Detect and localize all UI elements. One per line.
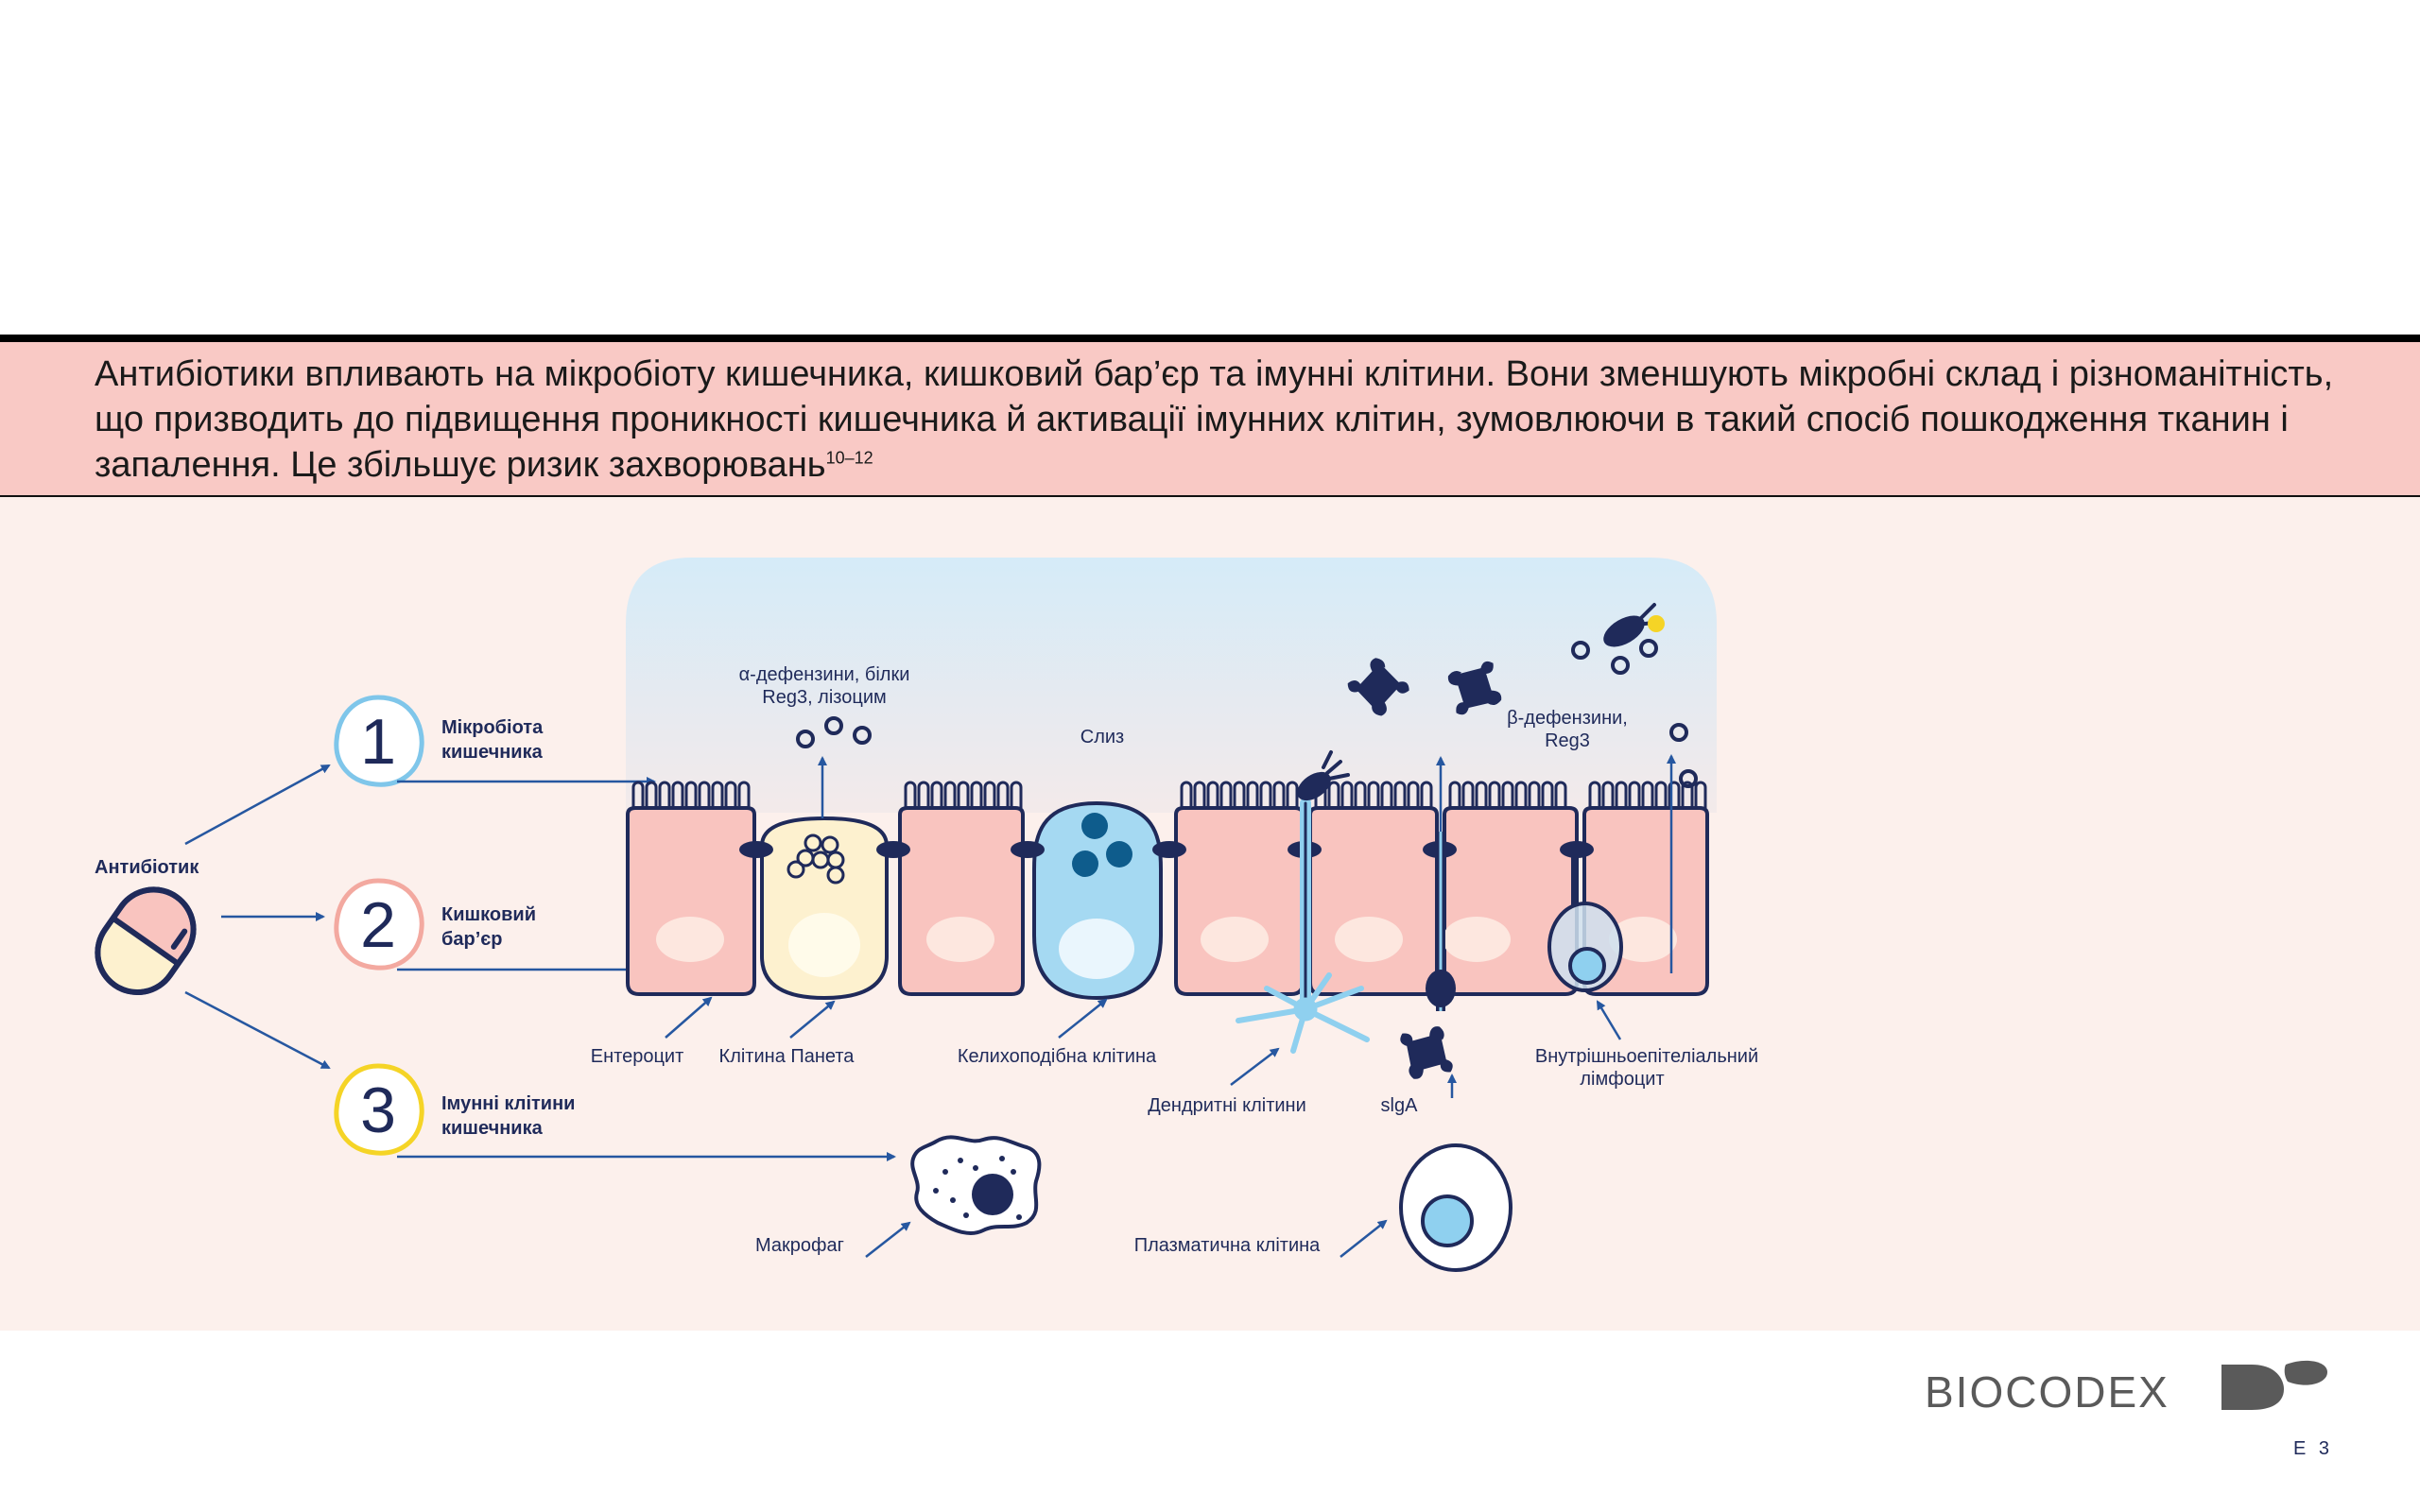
label-plasma: Плазматична клітина bbox=[1134, 1235, 1321, 1256]
number-1: 1 bbox=[360, 706, 396, 778]
arrow-macrophage-label bbox=[865, 1221, 911, 1258]
ring-1 bbox=[334, 695, 424, 787]
label-goblet: Келихоподібна клітина bbox=[958, 1046, 1157, 1067]
plasma-cell bbox=[1399, 1143, 1512, 1272]
page-number: E 3 bbox=[2293, 1438, 2334, 1459]
enterocyte-cell-4 bbox=[1308, 781, 1439, 996]
antibody-icon bbox=[1347, 658, 1502, 716]
goblet-cell bbox=[1032, 800, 1163, 1001]
label-macrophage: Макрофаг bbox=[755, 1235, 844, 1256]
arrow-to-1 bbox=[184, 764, 331, 846]
number-2: 2 bbox=[360, 889, 396, 961]
ring-3 bbox=[334, 1063, 424, 1156]
siga-transport-channel bbox=[1426, 832, 1456, 1011]
label-mucus: Слиз bbox=[1080, 727, 1124, 747]
item-1-line1: Мікробіота bbox=[441, 717, 544, 738]
antibiotic-capsule-icon bbox=[95, 886, 197, 996]
enterocyte-cell-3 bbox=[1174, 781, 1305, 996]
label-alpha-defensins-2: Reg3, лізоцим bbox=[762, 687, 886, 708]
item-3-line1: Імунні клітини bbox=[441, 1093, 575, 1114]
label-paneth: Клітина Панета bbox=[719, 1046, 856, 1067]
label-enterocyte: Ентероцит bbox=[591, 1046, 683, 1067]
enterocyte-cell-2 bbox=[898, 781, 1025, 996]
arrow-plasma-label bbox=[1340, 1219, 1388, 1258]
label-beta-defensins-1: β-дефензини, bbox=[1507, 708, 1628, 729]
brand-name: BIOCODEX bbox=[1925, 1367, 2169, 1417]
summary-body: Антибіотики впливають на мікробіоту кише… bbox=[95, 354, 2334, 485]
top-rule bbox=[0, 335, 2420, 342]
label-siga: slgA bbox=[1381, 1095, 1419, 1116]
label-iel-1: Внутрішньоепітеліальний bbox=[1535, 1046, 1758, 1067]
siga-antibody-icon bbox=[1400, 1026, 1453, 1079]
item-1: 1 Мікробіота кишечника bbox=[334, 695, 544, 787]
biocodex-logo: BIOCODEX bbox=[1925, 1355, 2331, 1421]
arrow-paneth-label bbox=[789, 1000, 836, 1039]
dendritic-cell bbox=[1236, 798, 1370, 1054]
macrophage-cell bbox=[910, 1135, 1042, 1235]
secreted-peptides bbox=[796, 639, 1698, 788]
arrow-to-3 bbox=[184, 990, 331, 1070]
label-alpha-defensins-1: α-дефензини, білки bbox=[739, 664, 910, 685]
summary-banner: Антибіотики впливають на мікробіоту кише… bbox=[0, 342, 2420, 497]
item-2: 2 Кишковий бар’єр bbox=[334, 878, 536, 971]
bacterium-icon bbox=[1603, 603, 1665, 647]
intraepithelial-lymphocyte bbox=[1547, 850, 1623, 992]
item-2-line2: бар’єр bbox=[441, 929, 503, 950]
antibiotic-label: Антибіотик bbox=[95, 857, 199, 878]
label-iel-2: лімфоцит bbox=[1580, 1069, 1664, 1090]
arrow-goblet-label bbox=[1058, 998, 1108, 1039]
summary-reference: 10–12 bbox=[825, 448, 873, 468]
number-3: 3 bbox=[360, 1074, 396, 1146]
label-dendritic: Дендритні клітини bbox=[1148, 1095, 1306, 1116]
item-1-line2: кишечника bbox=[441, 742, 544, 763]
label-beta-defensins-2: Reg3 bbox=[1545, 730, 1590, 751]
item-3-line2: кишечника bbox=[441, 1118, 544, 1139]
arrow-dendritic-label bbox=[1230, 1047, 1280, 1086]
brand-mark-icon bbox=[2221, 1360, 2327, 1410]
enterocyte-cell bbox=[626, 781, 756, 996]
sampled-bacterium-icon bbox=[1297, 750, 1350, 801]
ring-2 bbox=[334, 878, 424, 971]
arrow-enterocyte-label bbox=[665, 996, 713, 1039]
summary-text: Антибіотики впливають на мікробіоту кише… bbox=[95, 352, 2344, 488]
item-3: 3 Імунні клітини кишечника bbox=[334, 1063, 575, 1156]
paneth-cell bbox=[760, 816, 889, 1001]
arrow-iel-label bbox=[1596, 1000, 1622, 1040]
item-2-line1: Кишковий bbox=[441, 904, 536, 925]
intestinal-lumen bbox=[626, 558, 1717, 813]
